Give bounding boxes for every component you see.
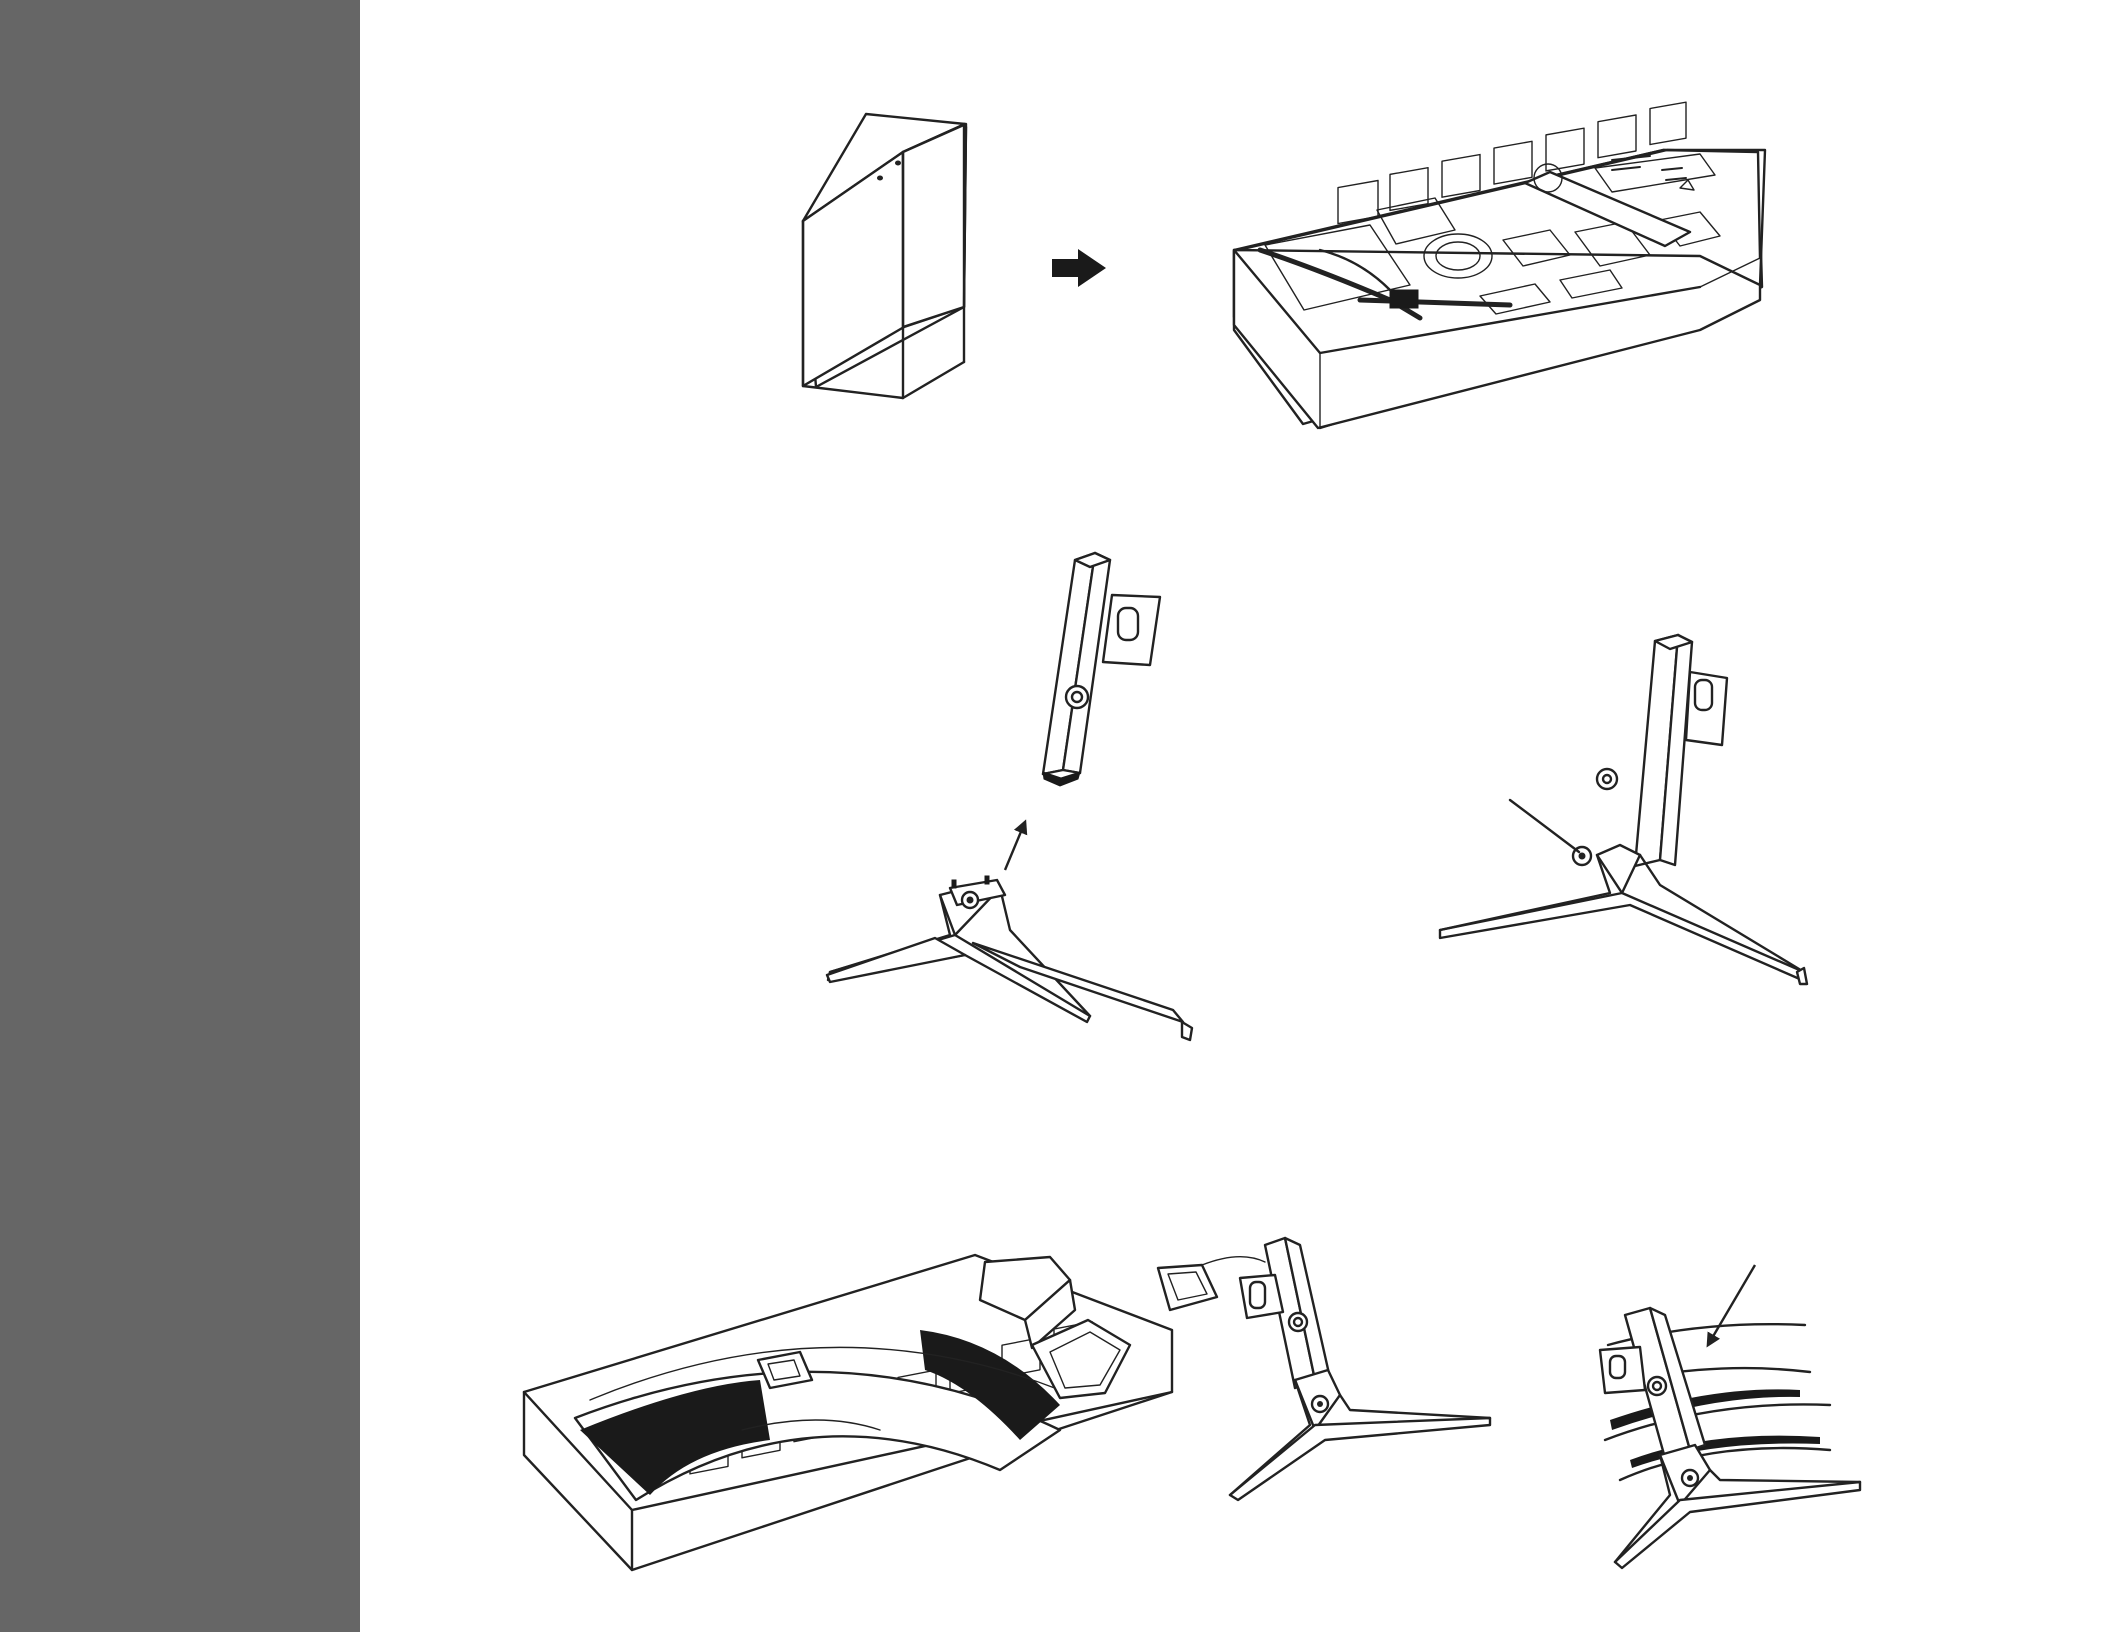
stand-icon (1440, 635, 1807, 984)
packaging-icon (1234, 102, 1765, 428)
box-icon (803, 114, 966, 398)
arrow-right-icon (1052, 249, 1106, 287)
monitor-icon (524, 1255, 1172, 1570)
sidebar-band (0, 0, 360, 1632)
assembly-illustration (360, 0, 2112, 1632)
stand-attach-icon (1600, 1265, 1860, 1568)
stand-neck-icon (827, 553, 1192, 1040)
instruction-page (360, 0, 2112, 1632)
bracket-icon (1158, 1238, 1490, 1500)
